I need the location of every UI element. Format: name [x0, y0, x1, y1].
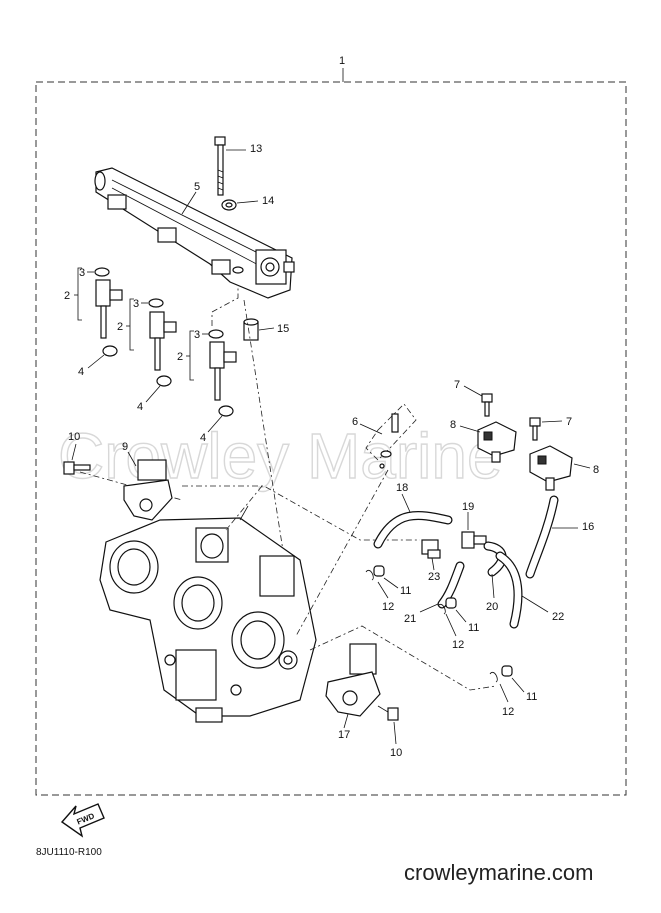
callout-2a: 2	[64, 290, 70, 302]
fuel-rail	[94, 167, 295, 299]
callout-5: 5	[194, 181, 200, 193]
callout-17: 17	[338, 729, 350, 741]
callout-11c: 11	[526, 691, 537, 703]
callout-11b: 11	[468, 622, 479, 634]
screw-10-bottom	[377, 705, 399, 721]
sensor-17	[325, 643, 381, 717]
callout-2c: 2	[177, 351, 183, 363]
joint-19	[461, 531, 487, 549]
dash-line-6	[295, 469, 389, 637]
assembly-frame	[35, 81, 627, 796]
bolt-13	[214, 136, 226, 196]
callout-4a: 4	[78, 366, 84, 378]
diagram-code: 8JU1110-R100	[36, 847, 102, 858]
cap-11c	[489, 665, 513, 683]
site-name: crowleymarine.com	[404, 860, 594, 885]
callout-4c: 4	[200, 432, 206, 444]
bolt-7a	[481, 393, 493, 417]
cap-11b	[437, 597, 457, 615]
connector-23	[421, 539, 441, 559]
injector-group-1	[94, 267, 123, 357]
callout-12b: 12	[452, 639, 464, 651]
callout-6: 6	[352, 416, 358, 428]
callout-7b: 7	[566, 416, 572, 428]
callout-1: 1	[339, 55, 345, 67]
throttle-sensor-9	[123, 459, 173, 521]
callout-23: 23	[428, 571, 440, 583]
hose-21	[437, 561, 465, 609]
callout-3b: 3	[133, 298, 139, 310]
injector-group-3	[208, 329, 237, 417]
callout-21: 21	[404, 613, 416, 625]
callout-3a: 3	[79, 267, 85, 279]
callout-7a: 7	[454, 379, 460, 391]
sensor-8b	[529, 445, 573, 491]
injector-group-2	[148, 298, 177, 387]
callout-12a: 12	[382, 601, 394, 613]
callout-14: 14	[262, 195, 274, 207]
valve-6	[365, 403, 417, 469]
callout-9: 9	[122, 441, 128, 453]
callout-3c: 3	[194, 329, 200, 341]
callout-20: 20	[486, 601, 498, 613]
fwd-arrow-icon: FWD	[60, 803, 105, 838]
sensor-8a	[477, 421, 517, 463]
throttle-body	[99, 505, 317, 723]
callout-10b: 10	[390, 747, 402, 759]
hose-18	[373, 510, 453, 549]
dash-line-rail	[211, 286, 239, 326]
callout-16: 16	[582, 521, 594, 533]
callout-4b: 4	[137, 401, 143, 413]
screw-10-top	[63, 461, 91, 475]
hose-22	[495, 551, 523, 629]
watermark-text: Crowley Marine	[58, 420, 503, 492]
callout-22: 22	[552, 611, 564, 623]
callout-10a: 10	[68, 431, 80, 443]
callout-15: 15	[277, 323, 289, 335]
cap-11a	[365, 565, 385, 581]
dash-line-11c	[309, 625, 497, 691]
callout-8b: 8	[593, 464, 599, 476]
callout-18: 18	[396, 482, 408, 494]
hose-16	[525, 495, 559, 579]
callout-12c: 12	[502, 706, 514, 718]
callout-2b: 2	[117, 321, 123, 333]
callout-11a: 11	[400, 585, 411, 597]
bolt-7b	[529, 417, 541, 441]
callout-19: 19	[462, 501, 474, 513]
callout-13: 13	[250, 143, 262, 155]
callout-8a: 8	[450, 419, 456, 431]
